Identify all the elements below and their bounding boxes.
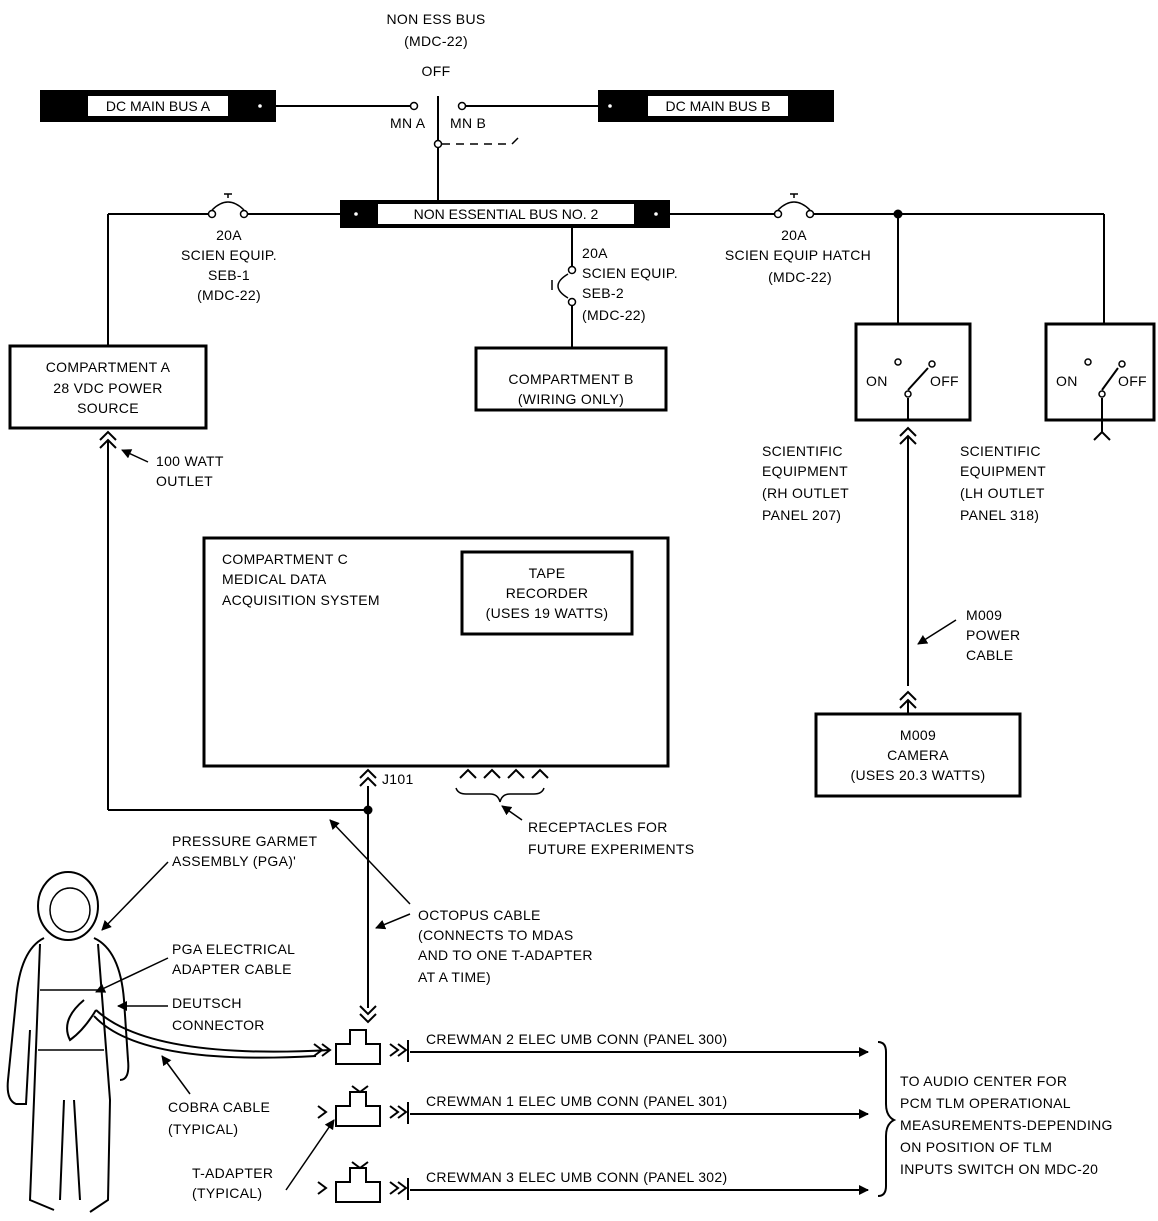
seb2-name: SCIEN EQUIP. [582, 265, 678, 281]
hatch-name: SCIEN EQUIP HATCH [725, 247, 871, 263]
seb2-rating: 20A [582, 245, 608, 261]
t-adapter-1 [313, 1029, 409, 1065]
deutsch-line1: DEUTSCH [172, 995, 242, 1011]
deutsch-line2: CONNECTOR [172, 1017, 265, 1033]
non-ess-bus-off: OFF [422, 63, 451, 79]
outlet-100w-line1: 100 WATT [156, 453, 224, 469]
lh-outlet-receptacle [1093, 430, 1111, 441]
octopus-line3: AND TO ONE T-ADAPTER [418, 947, 593, 963]
compartment-c-line3: ACQUISITION SYSTEM [222, 592, 380, 608]
rh-outlet-line2: EQUIPMENT [762, 463, 848, 479]
seb2-panel: (MDC-22) [582, 307, 646, 323]
seb1-panel: (MDC-22) [197, 287, 261, 303]
non-essential-bus-2-label: NON ESSENTIAL BUS NO. 2 [414, 206, 599, 222]
tadapter-line1: T-ADAPTER [192, 1165, 273, 1181]
lh-outlet-line2: EQUIPMENT [960, 463, 1046, 479]
camera-line1: M009 [900, 727, 936, 743]
octopus-line1: OCTOPUS CABLE [418, 907, 541, 923]
m009-cable-line3: CABLE [966, 647, 1013, 663]
t-adapter-2 [317, 1085, 409, 1127]
pga-cable-line1: PGA ELECTRICAL [172, 941, 295, 957]
compartment-a [8, 344, 208, 430]
non-ess-bus-title: NON ESS BUS [387, 11, 486, 27]
crewman-2-label: CREWMAN 2 ELEC UMB CONN (PANEL 300) [426, 1031, 727, 1047]
compartment-b [474, 346, 668, 412]
seb1-name: SCIEN EQUIP. [181, 247, 277, 263]
audio-line1: TO AUDIO CENTER FOR [900, 1073, 1067, 1089]
lh-outlet-line1: SCIENTIFIC [960, 443, 1041, 459]
compartment-b-title: COMPARTMENT B [508, 371, 633, 387]
future-receptacles [459, 768, 549, 779]
mn-a-label: MN A [390, 115, 426, 131]
cobra-line1: COBRA CABLE [168, 1099, 270, 1115]
tape-line2: RECORDER [506, 585, 589, 601]
t-adapter-3 [317, 1161, 409, 1203]
audio-line4: ON POSITION OF TLM [900, 1139, 1052, 1155]
audio-line2: PCM TLM OPERATIONAL [900, 1095, 1071, 1111]
audio-line3: MEASUREMENTS-DEPENDING [900, 1117, 1113, 1133]
lh-switch-off: OFF [1118, 373, 1147, 389]
tape-recorder-box [460, 550, 634, 636]
compartment-b-line2: (WIRING ONLY) [518, 391, 624, 407]
seb1-id: SEB-1 [208, 267, 250, 283]
rh-switch-off: OFF [930, 373, 959, 389]
camera-line2: CAMERA [887, 747, 949, 763]
pga-line2: ASSEMBLY (PGA)' [172, 853, 296, 869]
camera-line3: (USES 20.3 WATTS) [850, 767, 985, 783]
lh-outlet-line4: PANEL 318) [960, 507, 1039, 523]
m009-cable-line2: POWER [966, 627, 1020, 643]
m009-camera-box [814, 712, 1022, 798]
rh-outlet-line1: SCIENTIFIC [762, 443, 843, 459]
tadapter-line2: (TYPICAL) [192, 1185, 262, 1201]
pga-line1: PRESSURE GARMET [172, 833, 317, 849]
receptacles-line2: FUTURE EXPERIMENTS [528, 841, 694, 857]
tape-line1: TAPE [529, 565, 566, 581]
hatch-rating: 20A [781, 227, 807, 243]
octopus-line2: (CONNECTS TO MDAS [418, 927, 573, 943]
outlet-100w-line2: OUTLET [156, 473, 213, 489]
m009-cable-line1: M009 [966, 607, 1002, 623]
octopus-line4: AT A TIME) [418, 969, 491, 985]
audio-brace [877, 1041, 897, 1197]
j101-receptacle [359, 768, 377, 787]
hatch-panel: (MDC-22) [768, 269, 832, 285]
rh-outlet-line4: PANEL 207) [762, 507, 841, 523]
receptacles-line1: RECEPTACLES FOR [528, 819, 668, 835]
dc-main-bus-a-label: DC MAIN BUS A [106, 98, 211, 114]
lh-outlet-line3: (LH OUTLET [960, 485, 1045, 501]
crewman-3-label: CREWMAN 3 ELEC UMB CONN (PANEL 302) [426, 1169, 727, 1185]
audio-line5: INPUTS SWITCH ON MDC-20 [900, 1161, 1098, 1177]
pga-cable-line2: ADAPTER CABLE [172, 961, 292, 977]
astronaut-pga-figure [6, 871, 331, 1213]
compartment-a-title: COMPARTMENT A [46, 359, 171, 375]
lh-outlet-switch-box [1044, 322, 1156, 422]
seb1-rating: 20A [216, 227, 242, 243]
mn-b-label: MN B [450, 115, 486, 131]
compartment-a-line2: 28 VDC POWER [53, 380, 162, 396]
rh-outlet-line3: (RH OUTLET [762, 485, 849, 501]
seb2-id: SEB-2 [582, 285, 624, 301]
compartment-a-line3: SOURCE [77, 400, 139, 416]
lh-switch-on: ON [1056, 373, 1078, 389]
tape-line3: (USES 19 WATTS) [486, 605, 609, 621]
rh-outlet-switch-box [854, 322, 972, 422]
rh-switch-on: ON [866, 373, 888, 389]
crewman-1-label: CREWMAN 1 ELEC UMB CONN (PANEL 301) [426, 1093, 727, 1109]
compartment-c-title: COMPARTMENT C [222, 551, 348, 567]
cobra-line2: (TYPICAL) [168, 1121, 238, 1137]
non-ess-bus-mdc: (MDC-22) [404, 33, 468, 49]
dc-main-bus-b-label: DC MAIN BUS B [665, 98, 770, 114]
j101-label: J101 [382, 771, 414, 787]
compartment-c-line2: MEDICAL DATA [222, 571, 327, 587]
